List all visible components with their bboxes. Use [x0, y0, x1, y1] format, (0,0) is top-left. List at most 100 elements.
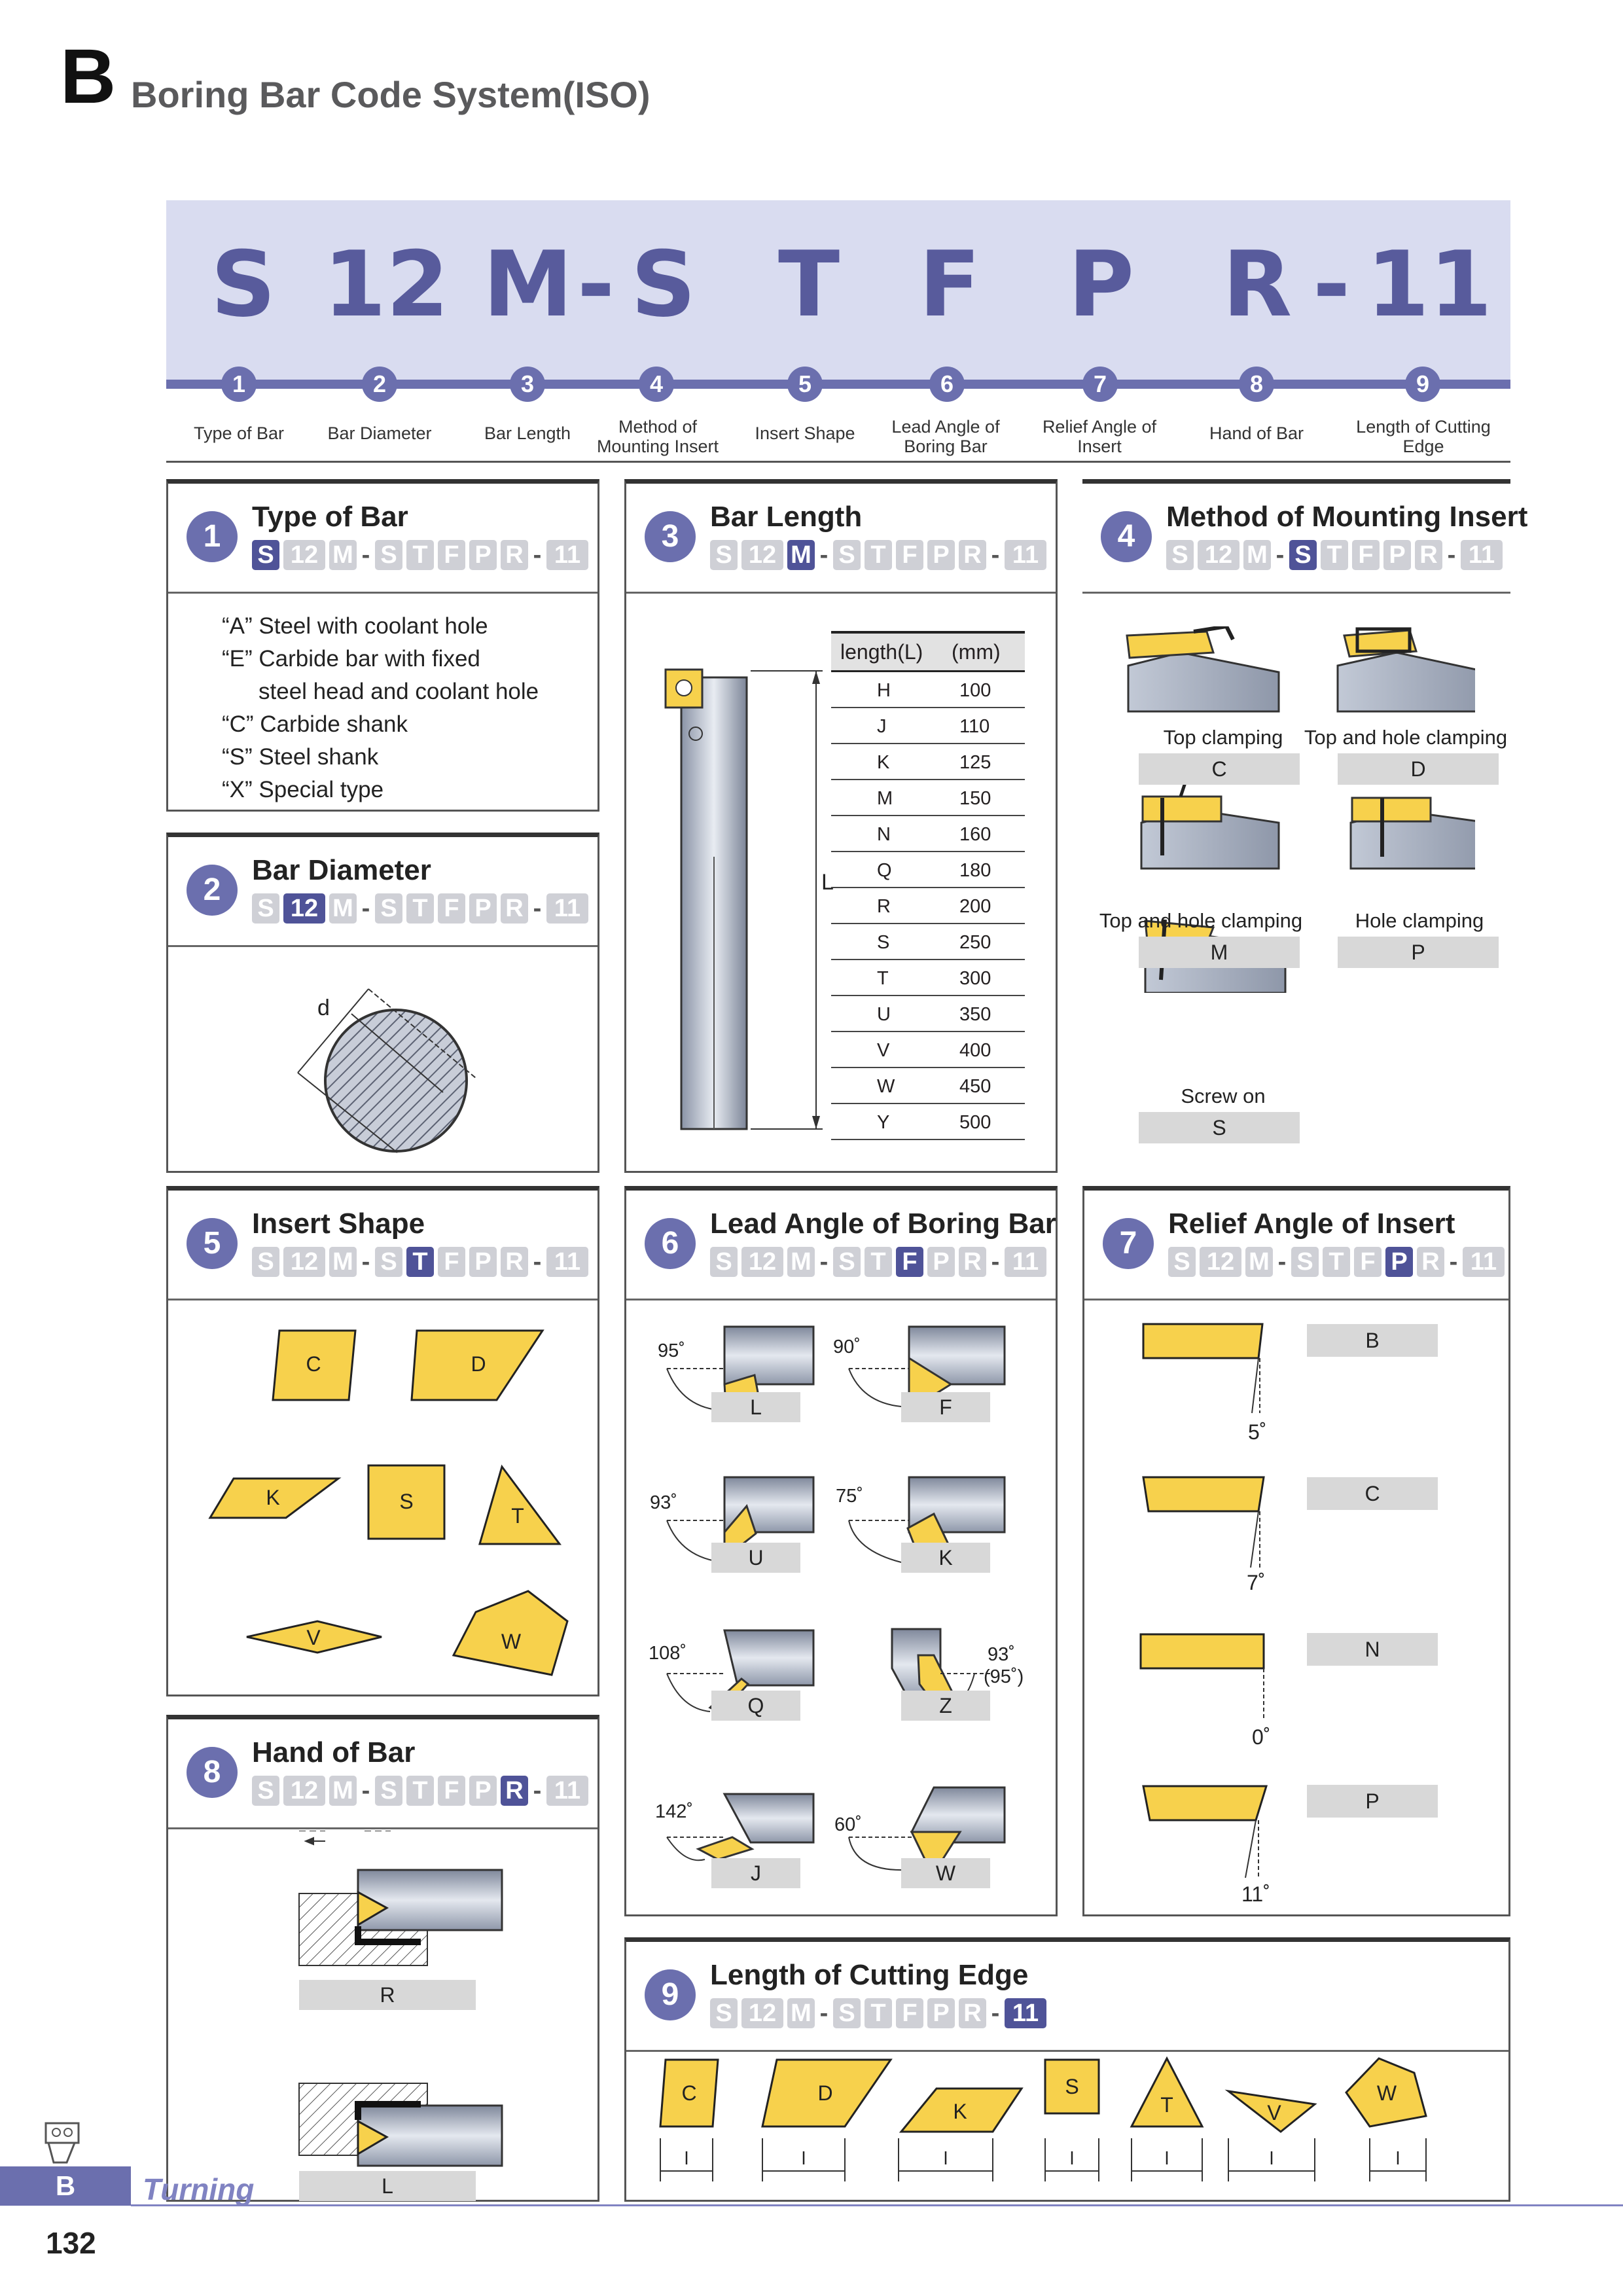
mini-code-char: T — [1321, 540, 1348, 570]
length-mm: 500 — [959, 1112, 991, 1133]
code-position-number: 7 — [1082, 367, 1118, 402]
mini-code-char: - — [819, 541, 829, 569]
boring-bar-logo-icon — [45, 2122, 80, 2164]
mini-code-char: P — [469, 1247, 497, 1277]
mounting-code-tag: P — [1338, 937, 1499, 968]
code-position-label: Insert Shape — [755, 423, 855, 443]
code-char: S — [211, 232, 276, 337]
mini-code-char: T — [865, 1998, 892, 2028]
mini-code-char: T — [865, 540, 892, 570]
table-header-cell: length(L) — [840, 640, 923, 664]
table-row: Y 500 — [831, 1104, 1025, 1140]
mini-code-char: - — [361, 1248, 370, 1276]
relief-angle-label: 5˚ — [1248, 1420, 1266, 1444]
mounting-caption: Screw on — [1181, 1085, 1266, 1107]
length-code: U — [877, 1004, 891, 1025]
relief-code-tag: B — [1307, 1324, 1438, 1357]
length-mm: 150 — [959, 788, 991, 809]
bar-type-line: steel head and coolant hole — [259, 679, 539, 704]
panel-title: Bar Diameter — [252, 854, 431, 886]
dim-label: l — [1070, 2148, 1074, 2168]
mini-code-char: - — [533, 1248, 542, 1276]
panel-title: Insert Shape — [252, 1208, 425, 1240]
hand-code-tag: R — [299, 1980, 476, 2010]
boring-bar-diagram: L — [664, 668, 834, 1130]
panel-number: 5 — [187, 1218, 238, 1269]
mini-code-char: M — [329, 1247, 357, 1277]
section-letter: B — [60, 33, 116, 120]
mounting-code-tag: D — [1338, 753, 1499, 785]
shape-label: S — [1065, 2075, 1079, 2098]
dim-label: l — [1396, 2148, 1400, 2168]
mounting-caption: Top clamping — [1163, 726, 1283, 749]
relief-code-tag: C — [1307, 1477, 1438, 1510]
mini-code-char: F — [438, 893, 465, 924]
mini-code-char: - — [1277, 1248, 1287, 1276]
length-code: Y — [877, 1112, 890, 1133]
length-mm: 110 — [959, 716, 990, 737]
angle-label: 93˚ — [988, 1644, 1015, 1665]
mini-code-char: 11 — [546, 1247, 588, 1277]
mounting-code-tag: C — [1139, 753, 1300, 785]
code-char: - — [1313, 232, 1351, 337]
mini-code-char: S — [252, 1776, 279, 1806]
mini-code-char: - — [991, 1248, 1000, 1276]
dim-label: l — [802, 2148, 806, 2168]
mounting-caption: Top and hole clamping — [1304, 726, 1508, 749]
mini-code-char: T — [865, 1247, 892, 1277]
bar-type-line: “X” Special type — [222, 777, 384, 802]
mini-code-char: F — [438, 540, 465, 570]
length-code: S — [877, 932, 890, 953]
length-code: V — [877, 1040, 890, 1061]
mounting-code-tag: S — [1139, 1112, 1300, 1143]
mini-code-char: M — [787, 540, 815, 570]
shape-label: S — [399, 1490, 413, 1513]
code-char: 11 — [1366, 232, 1493, 337]
mini-code-char: 11 — [1005, 1998, 1046, 2028]
mini-code-char: F — [438, 1776, 465, 1806]
mini-code-char: R — [959, 1247, 986, 1277]
section-tab[interactable]: B — [0, 2166, 131, 2206]
mini-code-char: S — [833, 540, 861, 570]
code-char: R — [1222, 232, 1293, 337]
mini-code-char: S — [833, 1998, 861, 2028]
code-position-label: Lead Angle of Boring Bar — [891, 417, 1000, 456]
mini-code-char: 12 — [1200, 1247, 1241, 1277]
section-name: Turning — [143, 2172, 255, 2206]
mini-code-char: - — [1447, 541, 1456, 569]
cutting-edge-diagram: C D K S T V W l l l l l l l — [659, 2056, 1427, 2181]
relief-angle-diagrams: 5˚ 7˚ 0˚ 11˚ — [1139, 1323, 1270, 1906]
mini-code-char: P — [927, 1247, 955, 1277]
code-char: - — [577, 232, 615, 337]
mini-code-char: S — [1291, 1247, 1319, 1277]
mini-code-char: 12 — [1198, 540, 1240, 570]
length-code: N — [877, 824, 891, 845]
mini-code-char: 11 — [1005, 1247, 1046, 1277]
mini-code-char: P — [1383, 540, 1411, 570]
length-mm: 100 — [959, 680, 991, 701]
mini-code-char: R — [501, 893, 528, 924]
length-code: W — [877, 1076, 895, 1097]
mini-code-char: T — [406, 1776, 434, 1806]
shape-label: W — [501, 1630, 522, 1653]
mini-code-char: - — [361, 895, 370, 922]
shape-label: V — [1267, 2101, 1281, 2125]
length-code: T — [877, 968, 889, 989]
mini-code-char: R — [1415, 540, 1442, 570]
length-mm: 400 — [959, 1040, 991, 1061]
code-char: F — [919, 232, 981, 337]
mini-code-char: P — [927, 1998, 955, 2028]
shape-label: D — [471, 1352, 486, 1376]
